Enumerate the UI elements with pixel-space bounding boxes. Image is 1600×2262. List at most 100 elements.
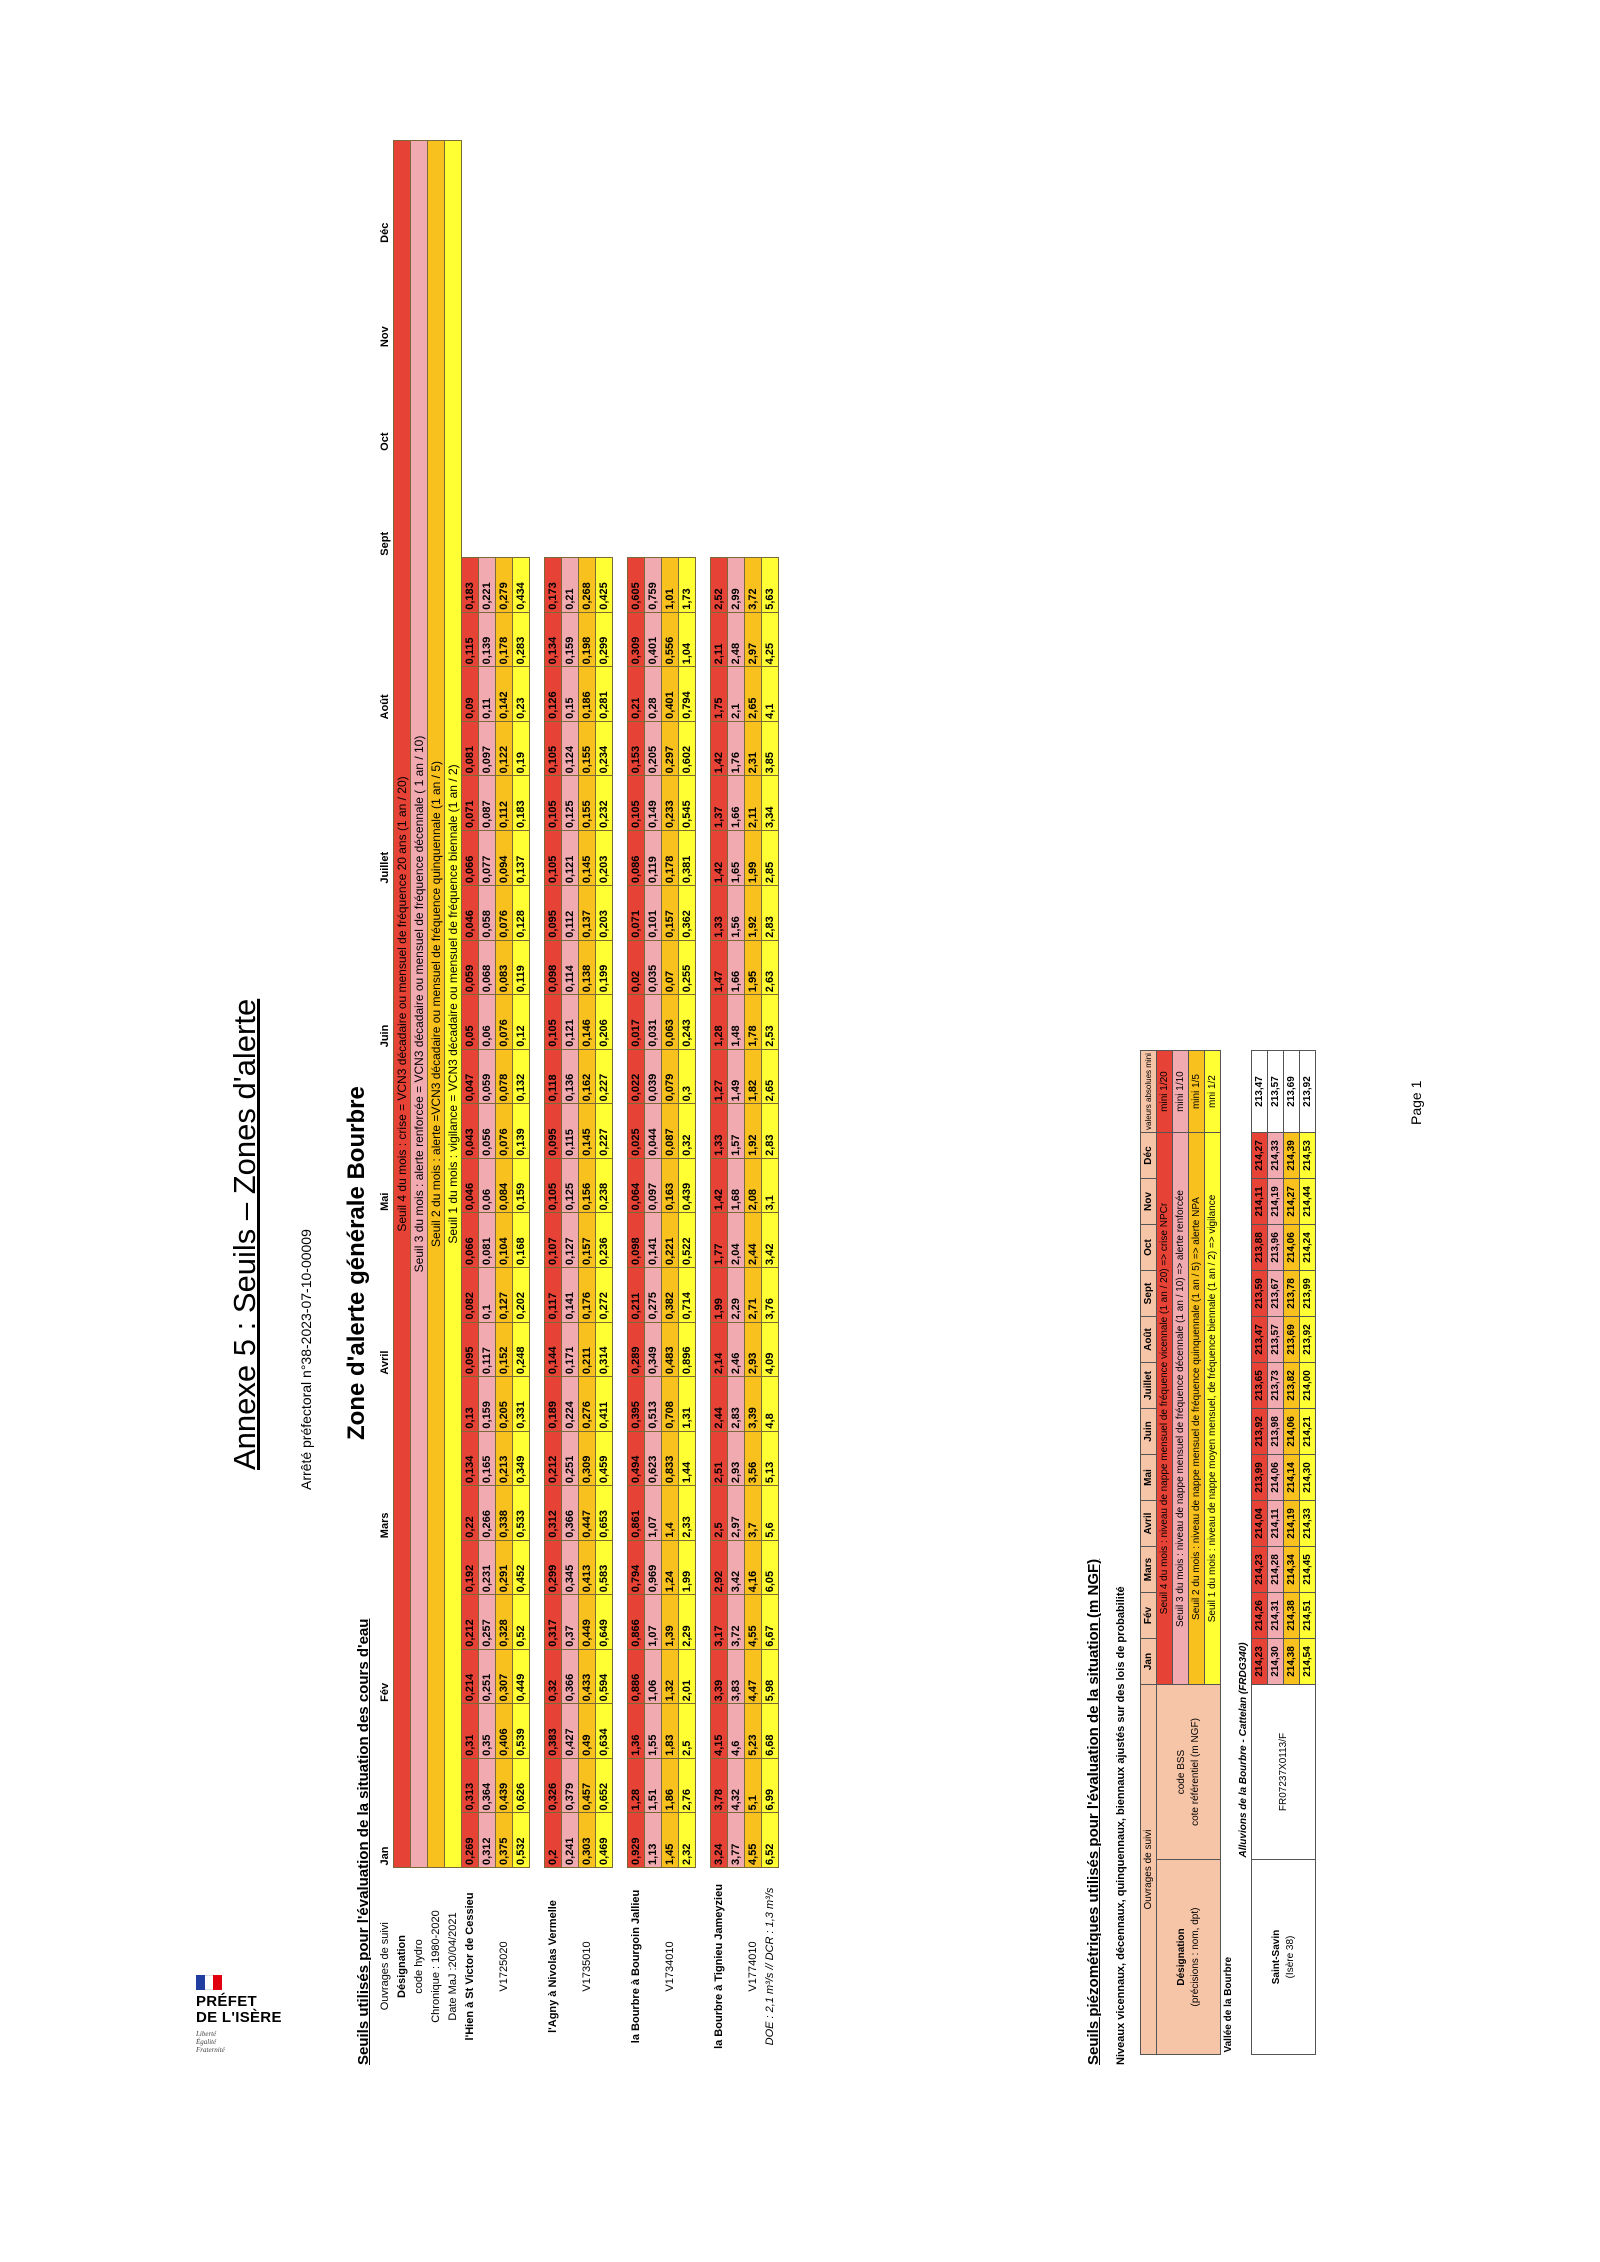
threshold-value: 0,708 (661, 1376, 679, 1432)
threshold-value: 1,06 (644, 1649, 662, 1704)
threshold-value: 2,48 (727, 612, 745, 667)
threshold-value: 3,72 (727, 1594, 745, 1650)
threshold-value: 0,533 (512, 1485, 530, 1541)
threshold-value: 0,165 (478, 1431, 496, 1486)
logo-motto: Liberté Égalité Fraternité (196, 2030, 286, 2054)
threshold-value: 1,51 (644, 1758, 662, 1813)
threshold-value: 0,594 (595, 1649, 613, 1704)
threshold-value: 0,494 (627, 1431, 645, 1486)
threshold-value: 0,297 (661, 721, 679, 776)
threshold-value: 0,097 (644, 1158, 662, 1213)
threshold-value: 0,379 (561, 1758, 579, 1813)
threshold-value: 0,366 (561, 1649, 579, 1704)
threshold-value: 0,362 (678, 885, 696, 941)
threshold-value: 0,205 (495, 1376, 513, 1432)
motto-fraternite: Fraternité (196, 2046, 225, 2054)
threshold-value: 0,366 (561, 1485, 579, 1541)
threshold-value: 1,66 (727, 775, 745, 831)
threshold-value: 0,178 (661, 830, 679, 886)
threshold-value: 0,017 (627, 994, 645, 1050)
seuil-legend-3: Seuil 3 du mois : alerte renforcée = VCN… (410, 140, 428, 1868)
threshold-value: 0,759 (644, 557, 662, 613)
threshold-value: 0,272 (595, 1267, 613, 1323)
threshold-value: 0,087 (661, 1103, 679, 1159)
threshold-value: 0,137 (512, 830, 530, 886)
threshold-value: 0,155 (578, 775, 596, 831)
threshold-value: 0,427 (561, 1703, 579, 1759)
threshold-value: 1,36 (627, 1703, 645, 1759)
threshold-value: 0,125 (561, 1158, 579, 1213)
threshold-value: 1,31 (678, 1376, 696, 1432)
threshold-value: 5,98 (761, 1649, 779, 1704)
threshold-value: 0,425 (595, 557, 613, 613)
threshold-value: 0,105 (627, 775, 645, 831)
threshold-value: 5,1 (744, 1758, 762, 1813)
month-header: Juillet (378, 851, 391, 884)
piezo-mini-label: mni 1/2 (1204, 1050, 1221, 1133)
french-flag-icon (196, 1975, 223, 1990)
piezo-value: 214,27 (1283, 1178, 1300, 1225)
threshold-value: 0,224 (561, 1376, 579, 1432)
threshold-value: 0,275 (644, 1267, 662, 1323)
threshold-value: 0,192 (461, 1540, 479, 1595)
threshold-value: 0,063 (661, 994, 679, 1050)
threshold-value: 0,044 (644, 1103, 662, 1159)
threshold-value: 2,97 (744, 612, 762, 667)
threshold-value: 0,076 (495, 885, 513, 941)
threshold-value: 5,63 (761, 557, 779, 613)
month-header (377, 1049, 394, 1104)
threshold-value: 0,886 (627, 1649, 645, 1704)
spacer-row (696, 141, 711, 2066)
threshold-value: 1,55 (644, 1703, 662, 1759)
piezo-seuil-legend-3: Seuil 3 du mois : niveau de nappe mensue… (1172, 1132, 1189, 1685)
threshold-value: 0,623 (644, 1431, 662, 1486)
threshold-value: 1,95 (744, 940, 762, 995)
threshold-value: 0,117 (544, 1267, 562, 1323)
threshold-value: 3,17 (710, 1594, 728, 1650)
piezo-value: 213,67 (1267, 1270, 1284, 1317)
threshold-value: 0,714 (678, 1267, 696, 1323)
threshold-value: 0,137 (578, 885, 596, 941)
threshold-value: 1,49 (727, 1049, 745, 1104)
threshold-value: 0,118 (544, 1049, 562, 1104)
threshold-value: 0,025 (627, 1103, 645, 1159)
threshold-value: 0,312 (478, 1812, 496, 1868)
threshold-value: 0,122 (495, 721, 513, 776)
threshold-value: 0,09 (461, 666, 479, 722)
threshold-value: 0,124 (561, 721, 579, 776)
threshold-value: 1,57 (727, 1103, 745, 1159)
threshold-value: 2,71 (744, 1267, 762, 1323)
piezo-value: 214,23 (1251, 1546, 1268, 1593)
threshold-value: 0,07 (661, 940, 679, 995)
threshold-value: 0,183 (512, 775, 530, 831)
threshold-value: 2,83 (727, 1376, 745, 1432)
threshold-value: 0,186 (578, 666, 596, 722)
threshold-value: 0,095 (461, 1322, 479, 1377)
threshold-value: 0,199 (595, 940, 613, 995)
threshold-value: 0,279 (495, 557, 513, 613)
seuil-legend-2: Seuil 2 du mois : alerte =VCN3 décadaire… (427, 140, 445, 1868)
threshold-value: 3,56 (744, 1431, 762, 1486)
station-label: V1735010 (580, 1941, 593, 1992)
piezo-value: 214,30 (1267, 1638, 1284, 1685)
threshold-value: 0,114 (561, 940, 579, 995)
piezo-mini-label: mini 1/5 (1188, 1050, 1205, 1133)
threshold-value: 0,212 (461, 1594, 479, 1650)
threshold-value: 0,513 (644, 1376, 662, 1432)
month-header (377, 382, 394, 415)
month-header (377, 558, 394, 613)
threshold-value: 0,634 (595, 1703, 613, 1759)
piezo-value: 214,26 (1251, 1592, 1268, 1639)
threshold-value: 2,92 (710, 1540, 728, 1595)
threshold-value: 6,68 (761, 1703, 779, 1759)
threshold-value: 3,83 (727, 1649, 745, 1704)
